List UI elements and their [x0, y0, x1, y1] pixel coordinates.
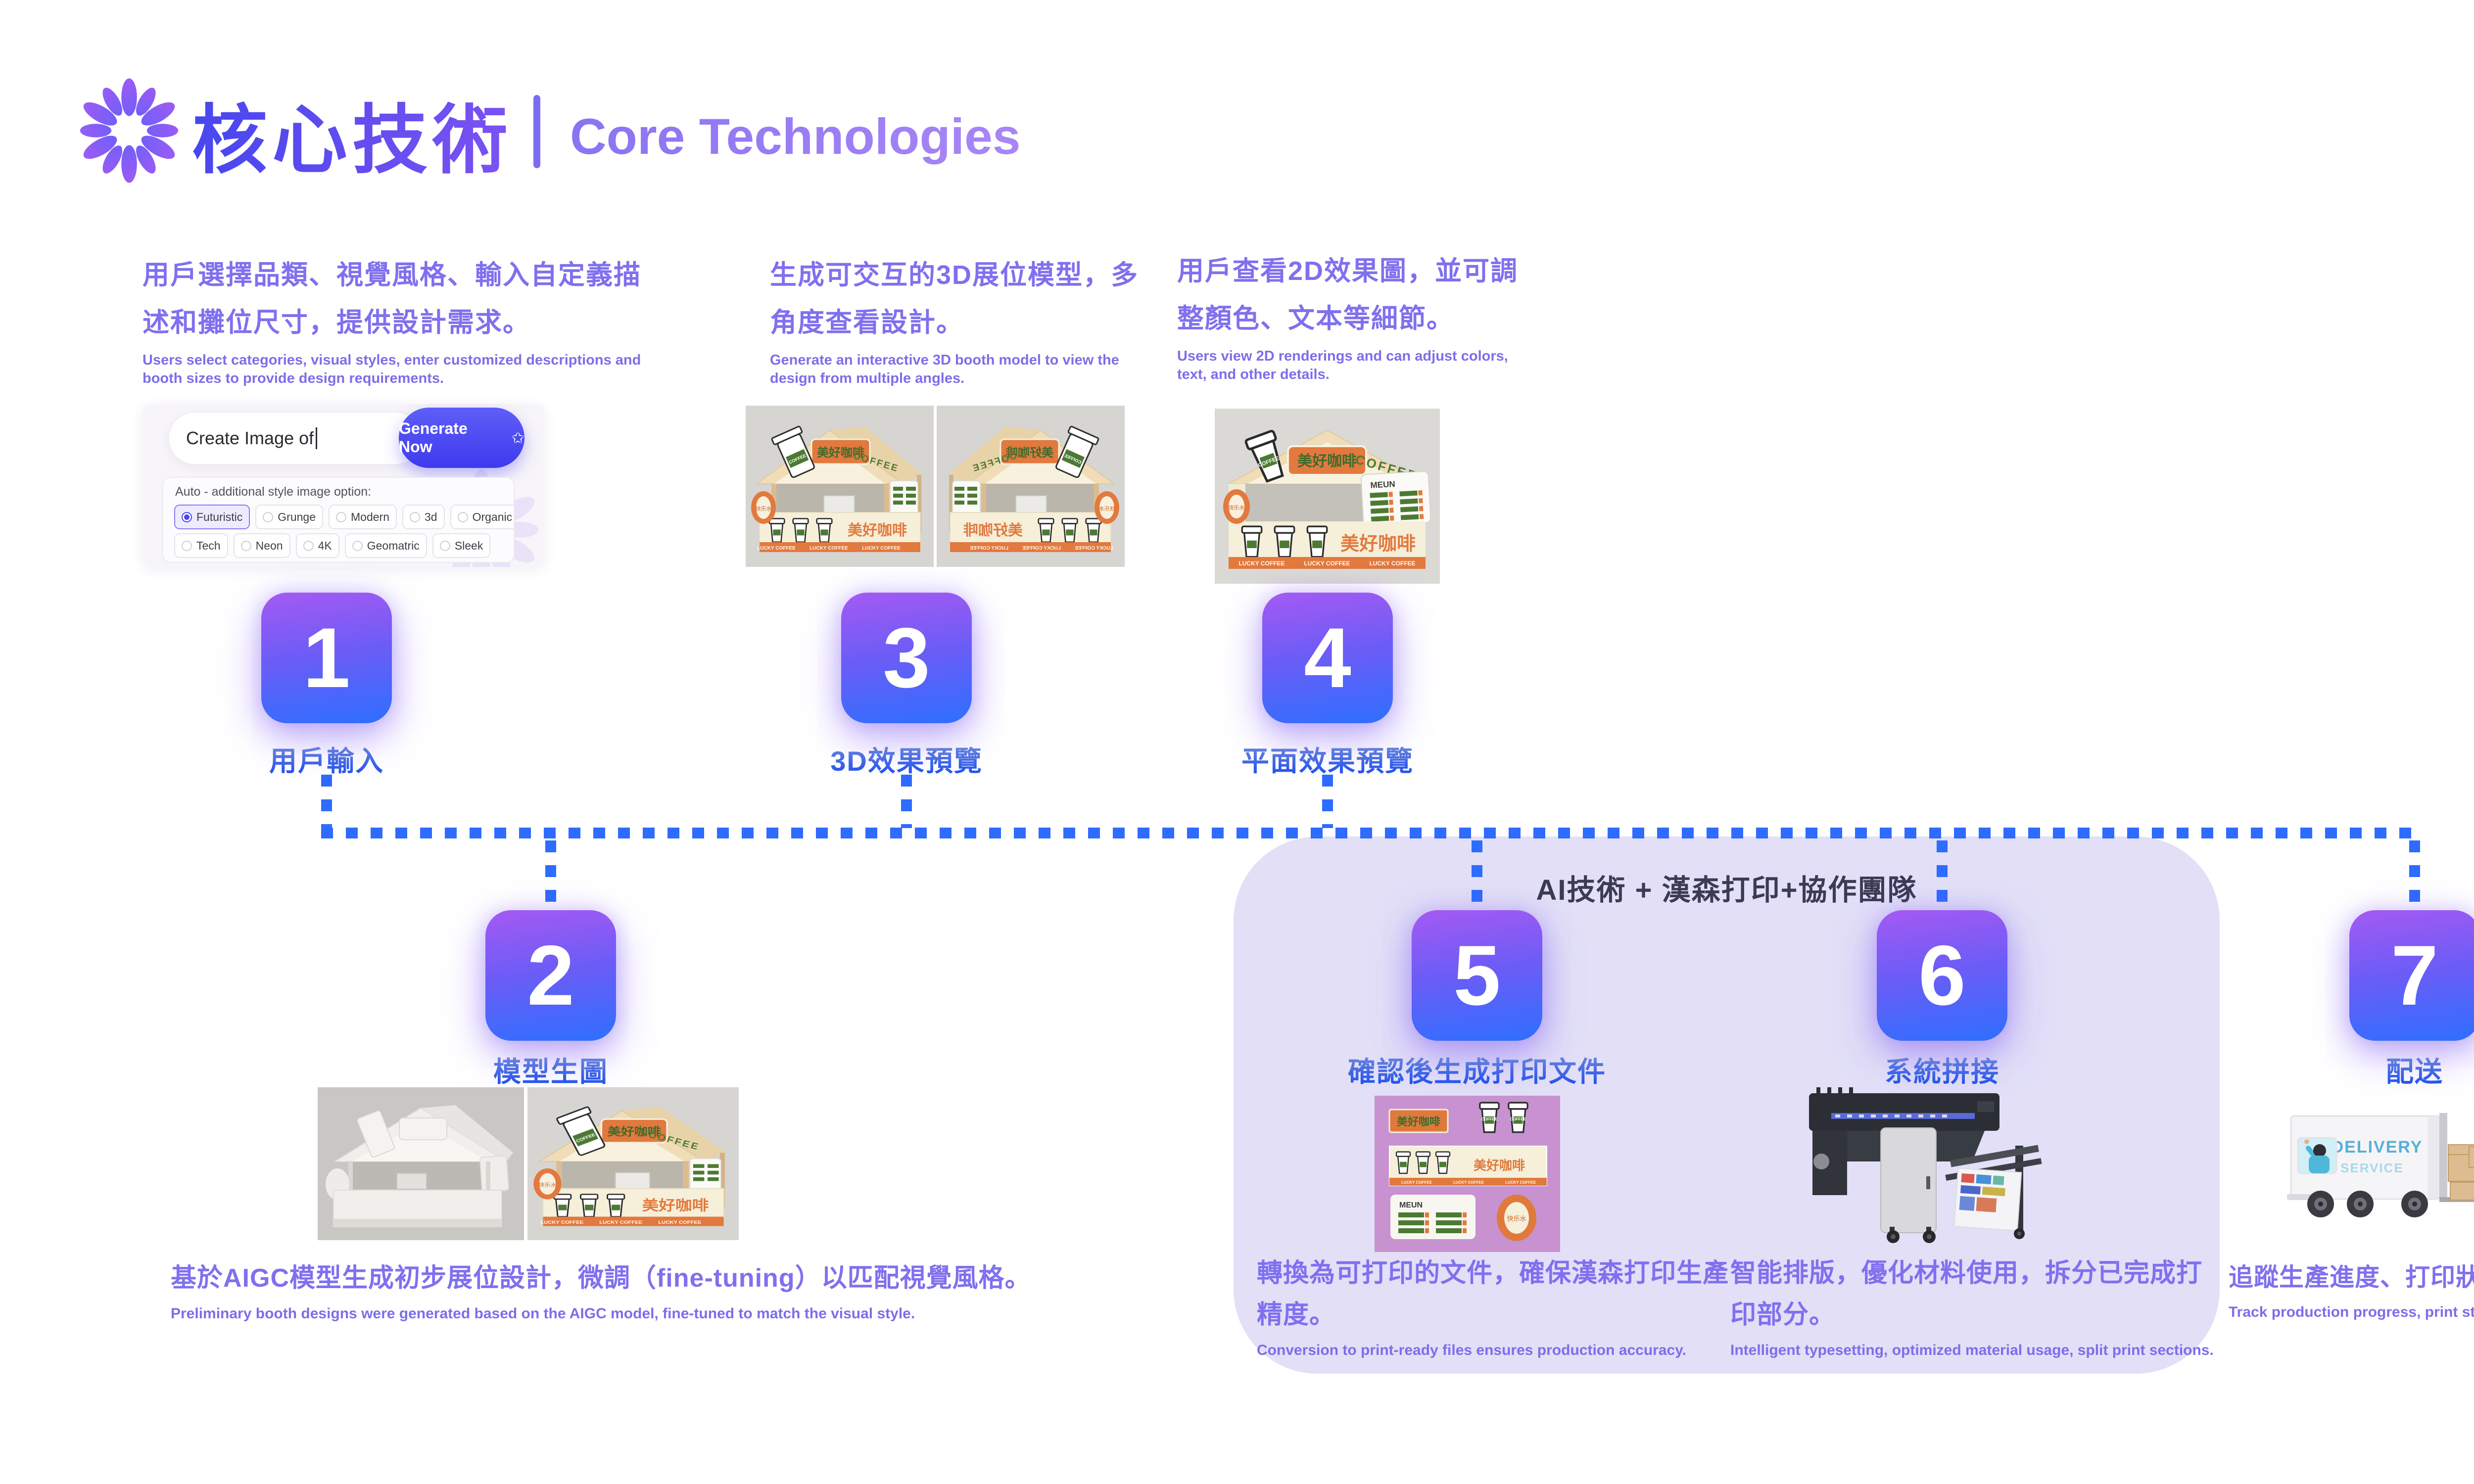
large-format-printer-image: [1782, 1087, 2062, 1245]
step6-description: 智能排版，優化材料使用，拆分已完成打印部分。 Intelligent types…: [1730, 1252, 2225, 1360]
radio-icon: [263, 511, 274, 522]
step4-desc-en: Users view 2D renderings and can adjust …: [1177, 348, 1508, 383]
page-subtitle: Core Technologies: [570, 108, 1021, 165]
step2-description: 基於AIGC模型生成初步展位設計，微調（fine-tuning）以匹配視覺風格。…: [171, 1257, 1086, 1323]
step4-label: 平面效果預覽: [1179, 739, 1476, 779]
connector-step3: [901, 775, 912, 828]
style-options-label: Auto - additional style image option:: [175, 485, 372, 499]
style-chip-grunge[interactable]: Grunge: [255, 505, 324, 529]
connector-step5: [1472, 840, 1482, 910]
step3-badge: 3: [841, 593, 972, 723]
step7-desc-en: Track production progress, print status,…: [2229, 1304, 2474, 1320]
style-chip-geomatric[interactable]: Geomatric: [344, 533, 427, 558]
step5-description: 轉換為可打印的文件，確保漢森打印生產精度。 Conversion to prin…: [1257, 1252, 1732, 1360]
radio-icon: [182, 540, 192, 551]
style-chip-organic[interactable]: Organic: [450, 505, 514, 529]
page-title: 核心技術: [192, 79, 513, 188]
step3-description: 生成可交互的3D展位模型，多角度查看設計。 Generate an intera…: [770, 251, 1146, 388]
step2-label: 模型生圖: [353, 1050, 749, 1090]
step2-desc-zh: 基於AIGC模型生成初步展位設計，微調（fine-tuning）以匹配視覺風格。: [171, 1264, 1031, 1293]
step6-desc-zh: 智能排版，優化材料使用，拆分已完成打印部分。: [1730, 1259, 2203, 1330]
title-divider: [533, 95, 540, 168]
radio-icon: [352, 540, 363, 551]
print-file-layout-image: [1375, 1096, 1560, 1252]
step1-desc-en: Users select categories, visual styles, …: [143, 352, 641, 387]
radio-icon: [182, 511, 192, 522]
step1-label: 用戶輸入: [178, 739, 475, 779]
step7-description: 追蹤生產進度、打印狀態及物流配送 Track production progre…: [2229, 1257, 2474, 1322]
step7-desc-zh: 追蹤生產進度、打印狀態及物流配送: [2229, 1263, 2474, 1291]
step2-desc-en: Preliminary booth designs were generated…: [171, 1305, 915, 1322]
step5-desc-en: Conversion to print-ready files ensures …: [1257, 1342, 1686, 1359]
prompt-ui-mockup: Create Image of Generate Now ✩ Auto - ad…: [143, 404, 545, 567]
style-chip-4k[interactable]: 4K: [295, 533, 339, 558]
generate-now-button[interactable]: Generate Now ✩: [399, 408, 524, 468]
step7-badge: 7: [2349, 910, 2474, 1041]
connector-step6: [1937, 840, 1948, 910]
step1-badge: 1: [261, 593, 392, 723]
connector-step4: [1322, 775, 1333, 828]
create-image-input[interactable]: Create Image of: [168, 412, 423, 465]
radio-icon: [303, 540, 314, 551]
radio-icon: [457, 511, 468, 522]
step4-desc-zh: 用戶查看2D效果圖，並可調整顏色、文本等細節。: [1177, 256, 1519, 334]
style-chip-3d[interactable]: 3d: [402, 505, 445, 529]
style-chip-modern[interactable]: Modern: [329, 505, 397, 529]
booth-2d-render: [1215, 409, 1440, 584]
radio-icon: [439, 540, 450, 551]
step5-label: 確認後生成打印文件: [1279, 1050, 1675, 1090]
step6-label: 系統拼接: [1744, 1050, 2140, 1090]
step4-description: 用戶查看2D效果圖，並可調整顏色、文本等細節。 Users view 2D re…: [1177, 247, 1533, 384]
style-chip-neon[interactable]: Neon: [233, 533, 290, 558]
style-options-panel: Auto - additional style image option: Fu…: [162, 477, 515, 563]
booth-3d-render-1: [746, 406, 934, 567]
step2-badge: 2: [485, 910, 616, 1041]
panel-banner-label: AI技術 + 漢森打印+協作團隊: [1536, 874, 1917, 906]
step6-badge: 6: [1877, 910, 2007, 1041]
booth-textured-model-image: [527, 1087, 739, 1240]
booth-gray-model-image: [318, 1087, 524, 1240]
style-chip-futuristic[interactable]: Futuristic: [174, 505, 250, 529]
step5-desc-zh: 轉換為可打印的文件，確保漢森打印生產精度。: [1257, 1259, 1729, 1330]
step7-label: 配送: [2217, 1050, 2474, 1090]
step1-desc-zh: 用戶選擇品類、視覺風格、輸入自定義描述和攤位尺寸，提供設計需求。: [143, 260, 641, 338]
step6-desc-en: Intelligent typesetting, optimized mater…: [1730, 1342, 2214, 1359]
step3-label: 3D效果預覽: [758, 739, 1055, 779]
radio-icon: [240, 540, 251, 551]
step3-desc-zh: 生成可交互的3D展位模型，多角度查看設計。: [770, 260, 1139, 338]
booth-3d-render-2-mirrored: [937, 406, 1125, 567]
step3-desc-en: Generate an interactive 3D booth model t…: [770, 352, 1119, 387]
radio-icon: [336, 511, 347, 522]
star-icon: ✩: [511, 429, 524, 447]
style-chip-tech[interactable]: Tech: [174, 533, 228, 558]
radio-icon: [410, 511, 420, 522]
connector-step7: [2409, 840, 2420, 910]
step4-badge: 4: [1262, 593, 1393, 723]
generate-now-label: Generate Now: [399, 419, 468, 456]
connector-step1: [321, 775, 332, 828]
input-value: Create Image of: [186, 428, 314, 448]
text-caret: [316, 427, 318, 449]
step1-description: 用戶選擇品類、視覺風格、輸入自定義描述和攤位尺寸，提供設計需求。 Users s…: [143, 251, 667, 388]
brand-flower-logo-icon: [77, 73, 182, 188]
step5-badge: 5: [1412, 910, 1542, 1041]
style-chip-sleek[interactable]: Sleek: [432, 533, 491, 558]
connector-step2: [545, 840, 556, 910]
delivery-truck-image: [2285, 1099, 2474, 1237]
flow-trunk-line: [321, 828, 2420, 838]
